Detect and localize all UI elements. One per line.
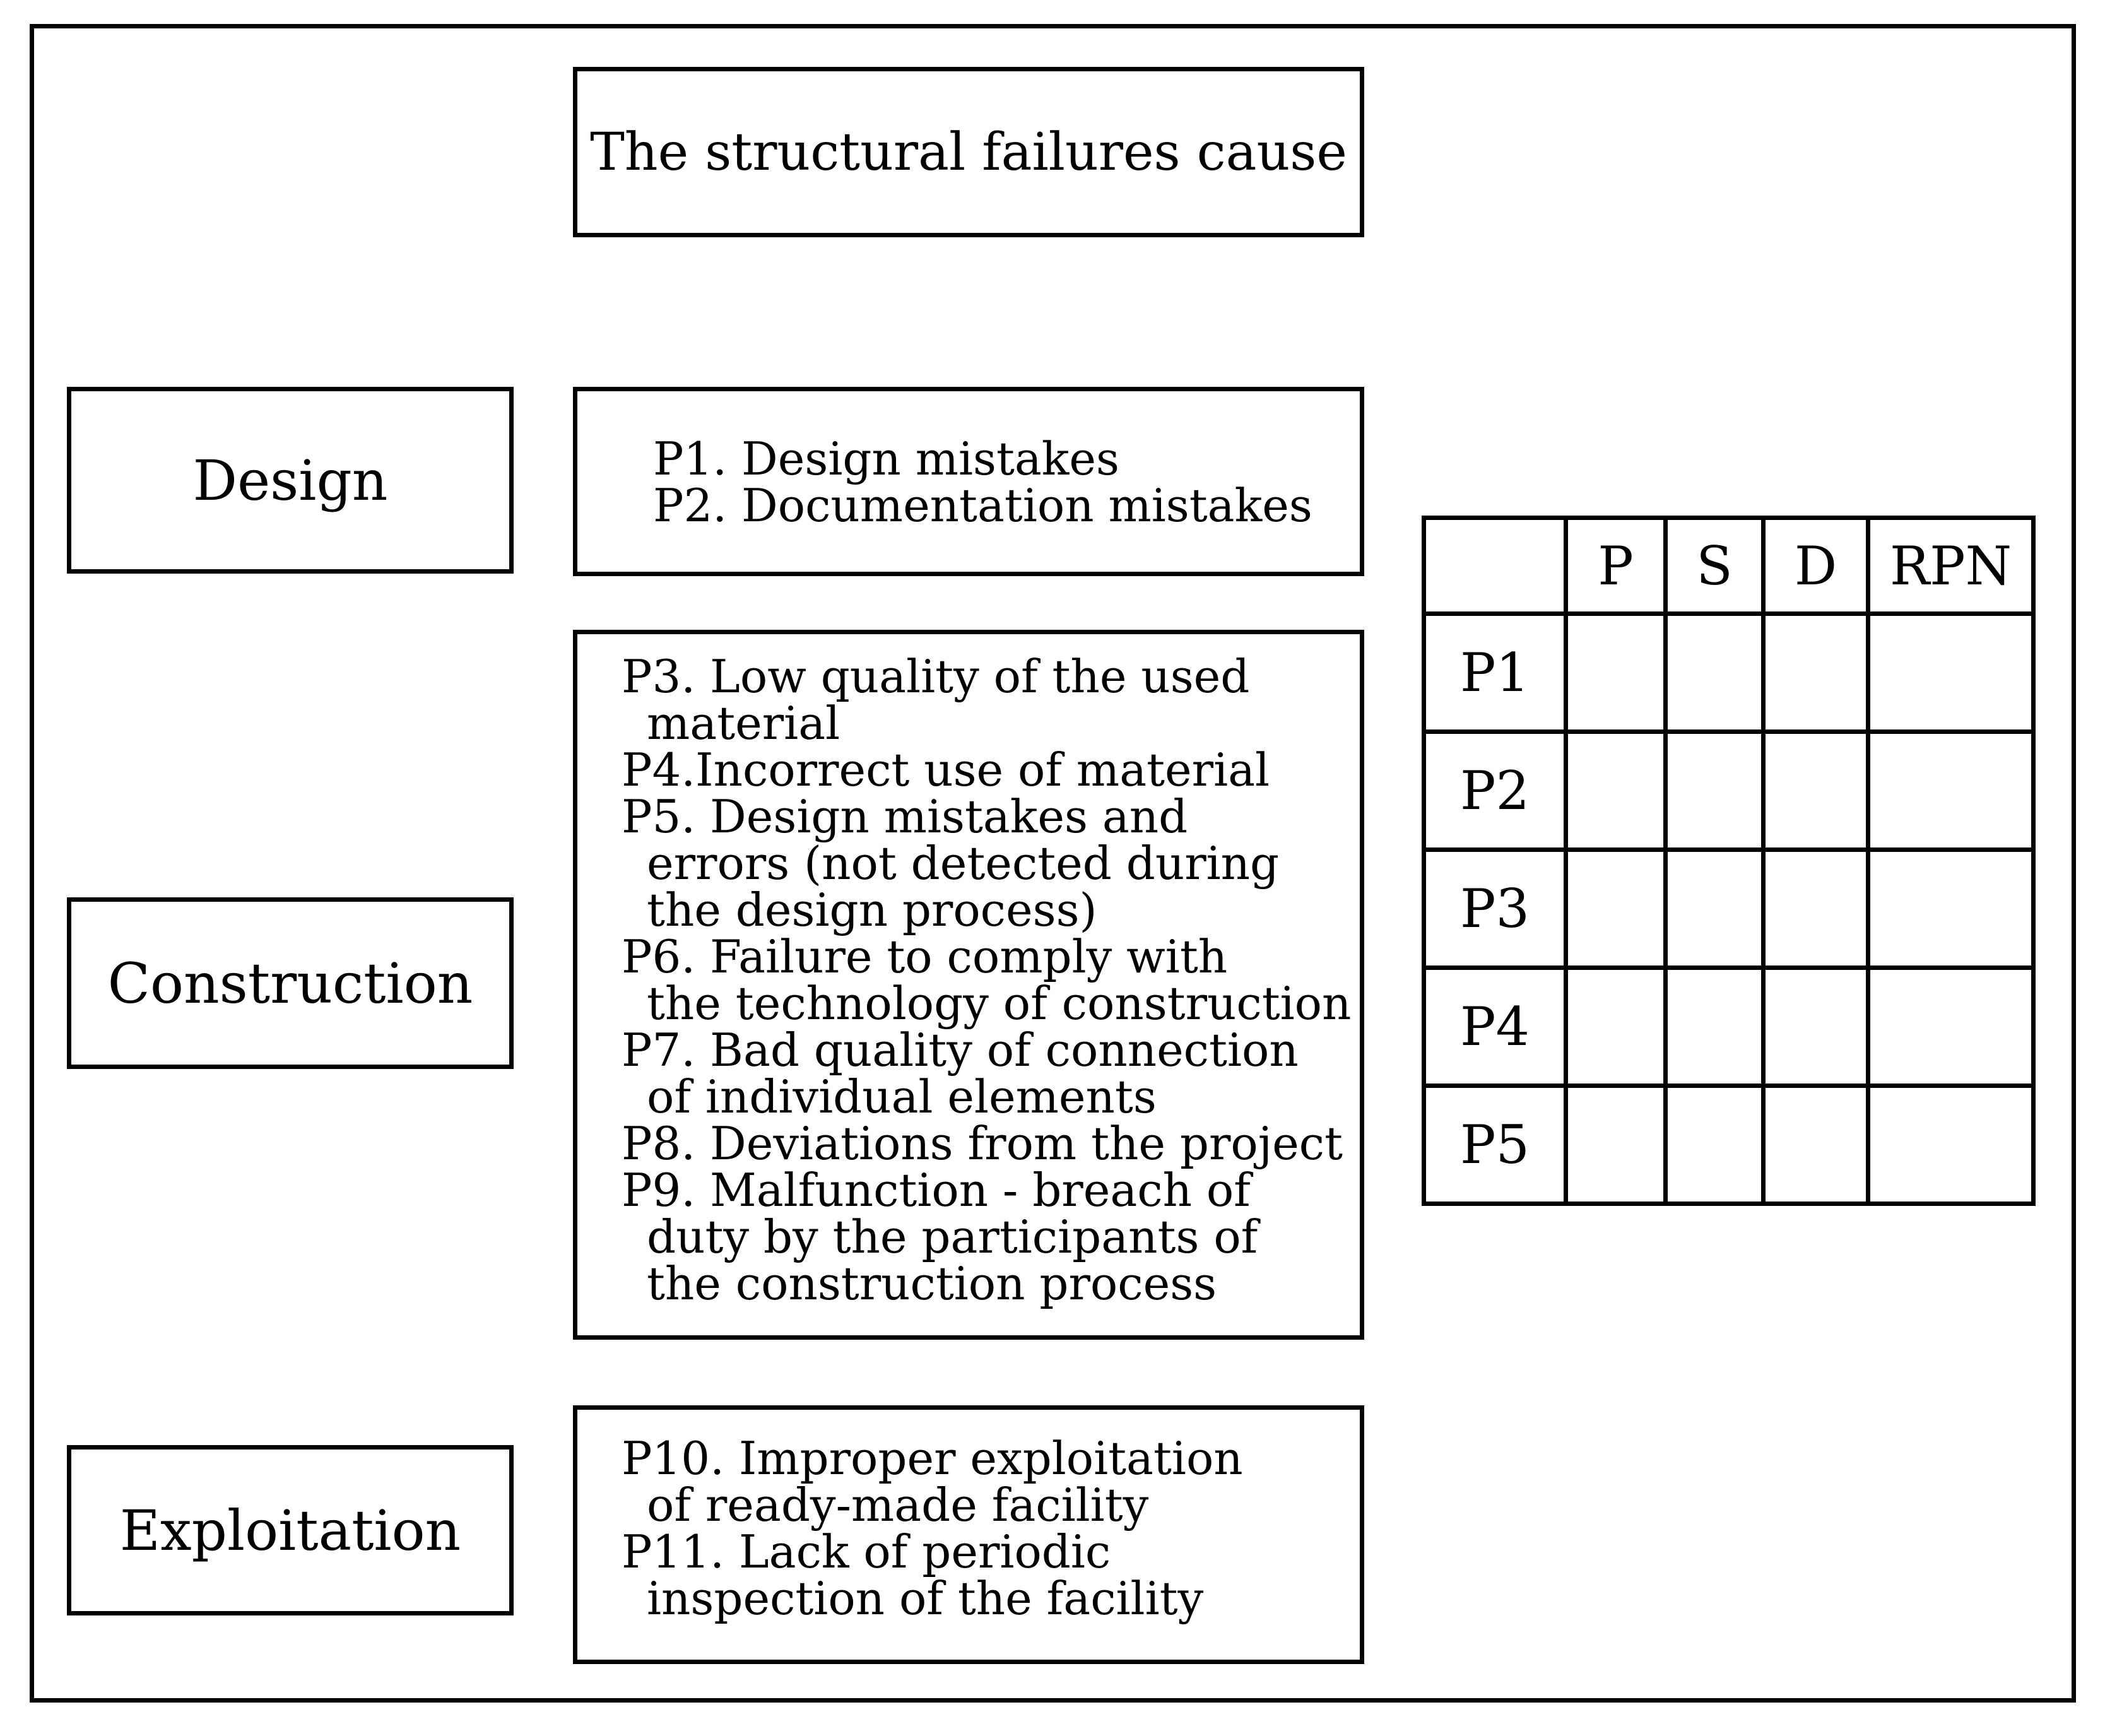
cause-text: P1. Design mistakes (653, 432, 1119, 485)
rpn-empty-cell (1663, 965, 1766, 1088)
phase-box-design: Design (67, 387, 514, 574)
rpn-empty-cell (1564, 847, 1668, 970)
rpn-empty-cell (1663, 611, 1766, 734)
rpn-row: P2 (1422, 729, 2036, 852)
rpn-empty-cell (1663, 729, 1766, 852)
phase-label-design: Design (192, 447, 388, 513)
rpn-row: P1 (1422, 611, 2036, 734)
rpn-empty-cell (1866, 729, 2036, 852)
cause-text-continued: inspection of the facility (647, 1572, 1204, 1625)
cause-text-continued: the construction process (647, 1257, 1217, 1310)
cause-text-continued: of ready-made facility (647, 1479, 1149, 1532)
rpn-row-label: P1 (1422, 611, 1568, 734)
cause-item: P2. Documentation mistakes (653, 482, 1360, 529)
cause-text-continued: of individual elements (647, 1070, 1157, 1123)
rpn-row-label: P4 (1422, 965, 1568, 1088)
rpn-header-d: D (1761, 516, 1870, 616)
rpn-empty-cell (1663, 1084, 1766, 1206)
rpn-empty-cell (1761, 1084, 1870, 1206)
cause-text: P7. Bad quality of connection (622, 1024, 1299, 1077)
rpn-header-rpn: RPN (1866, 516, 2036, 616)
rpn-empty-cell (1663, 847, 1766, 970)
rpn-row-label: P5 (1422, 1084, 1568, 1206)
rpn-header-row: P S D RPN (1422, 516, 2036, 616)
rpn-row: P5 (1422, 1084, 2036, 1206)
cause-text-continued: material (647, 697, 840, 750)
rpn-header-cell (1422, 516, 1568, 616)
cause-text: P8. Deviations from the project (622, 1117, 1343, 1170)
rpn-empty-cell (1564, 611, 1668, 734)
phase-label-construction: Construction (107, 950, 473, 1016)
rpn-empty-cell (1866, 965, 2036, 1088)
rpn-header-s: S (1663, 516, 1766, 616)
rpn-empty-cell (1761, 729, 1870, 852)
rpn-empty-cell (1564, 1084, 1668, 1206)
rpn-empty-cell (1866, 847, 2036, 970)
rpn-row-label: P3 (1422, 847, 1568, 970)
rpn-header-p: P (1564, 516, 1668, 616)
rpn-empty-cell (1866, 1084, 2036, 1206)
rpn-empty-cell (1761, 847, 1870, 970)
cause-text: P11. Lack of periodic (622, 1525, 1111, 1578)
rpn-empty-cell (1564, 729, 1668, 852)
phase-box-exploitation: Exploitation (67, 1445, 514, 1615)
cause-item: P1. Design mistakes (653, 435, 1360, 482)
cause-text-continued: the design process) (647, 883, 1097, 936)
rpn-row: P4 (1422, 965, 2036, 1088)
rpn-empty-cell (1564, 965, 1668, 1088)
cause-text: P9. Malfunction - breach of (622, 1164, 1251, 1217)
rpn-row: P3 (1422, 847, 2036, 970)
cause-text: P10. Improper exploitation (622, 1432, 1243, 1485)
cause-text: P3. Low quality of the used (622, 650, 1250, 703)
cause-text-continued: errors (not detected during (647, 837, 1280, 890)
cause-item: P8. Deviations from the project (622, 1120, 1360, 1167)
rpn-empty-cell (1866, 611, 2036, 734)
phase-box-construction: Construction (67, 897, 514, 1069)
cause-text-continued: duty by the participants of (647, 1210, 1258, 1263)
cause-text: P4.Incorrect use of material (622, 743, 1270, 796)
cause-text-continued: the technology of construction (647, 977, 1352, 1030)
rpn-row-label: P2 (1422, 729, 1568, 852)
cause-text: P2. Documentation mistakes (653, 479, 1312, 532)
title-box: The structural failures cause (573, 67, 1364, 237)
phase-label-exploitation: Exploitation (119, 1497, 461, 1563)
rpn-empty-cell (1761, 965, 1870, 1088)
rpn-empty-cell (1761, 611, 1870, 734)
diagram-title: The structural failures cause (590, 122, 1347, 182)
diagram-frame (30, 24, 2076, 1703)
cause-text: P6. Failure to comply with (622, 930, 1228, 983)
cause-text: P5. Design mistakes and (622, 790, 1188, 843)
cause-item: P4.Incorrect use of material (622, 747, 1360, 793)
